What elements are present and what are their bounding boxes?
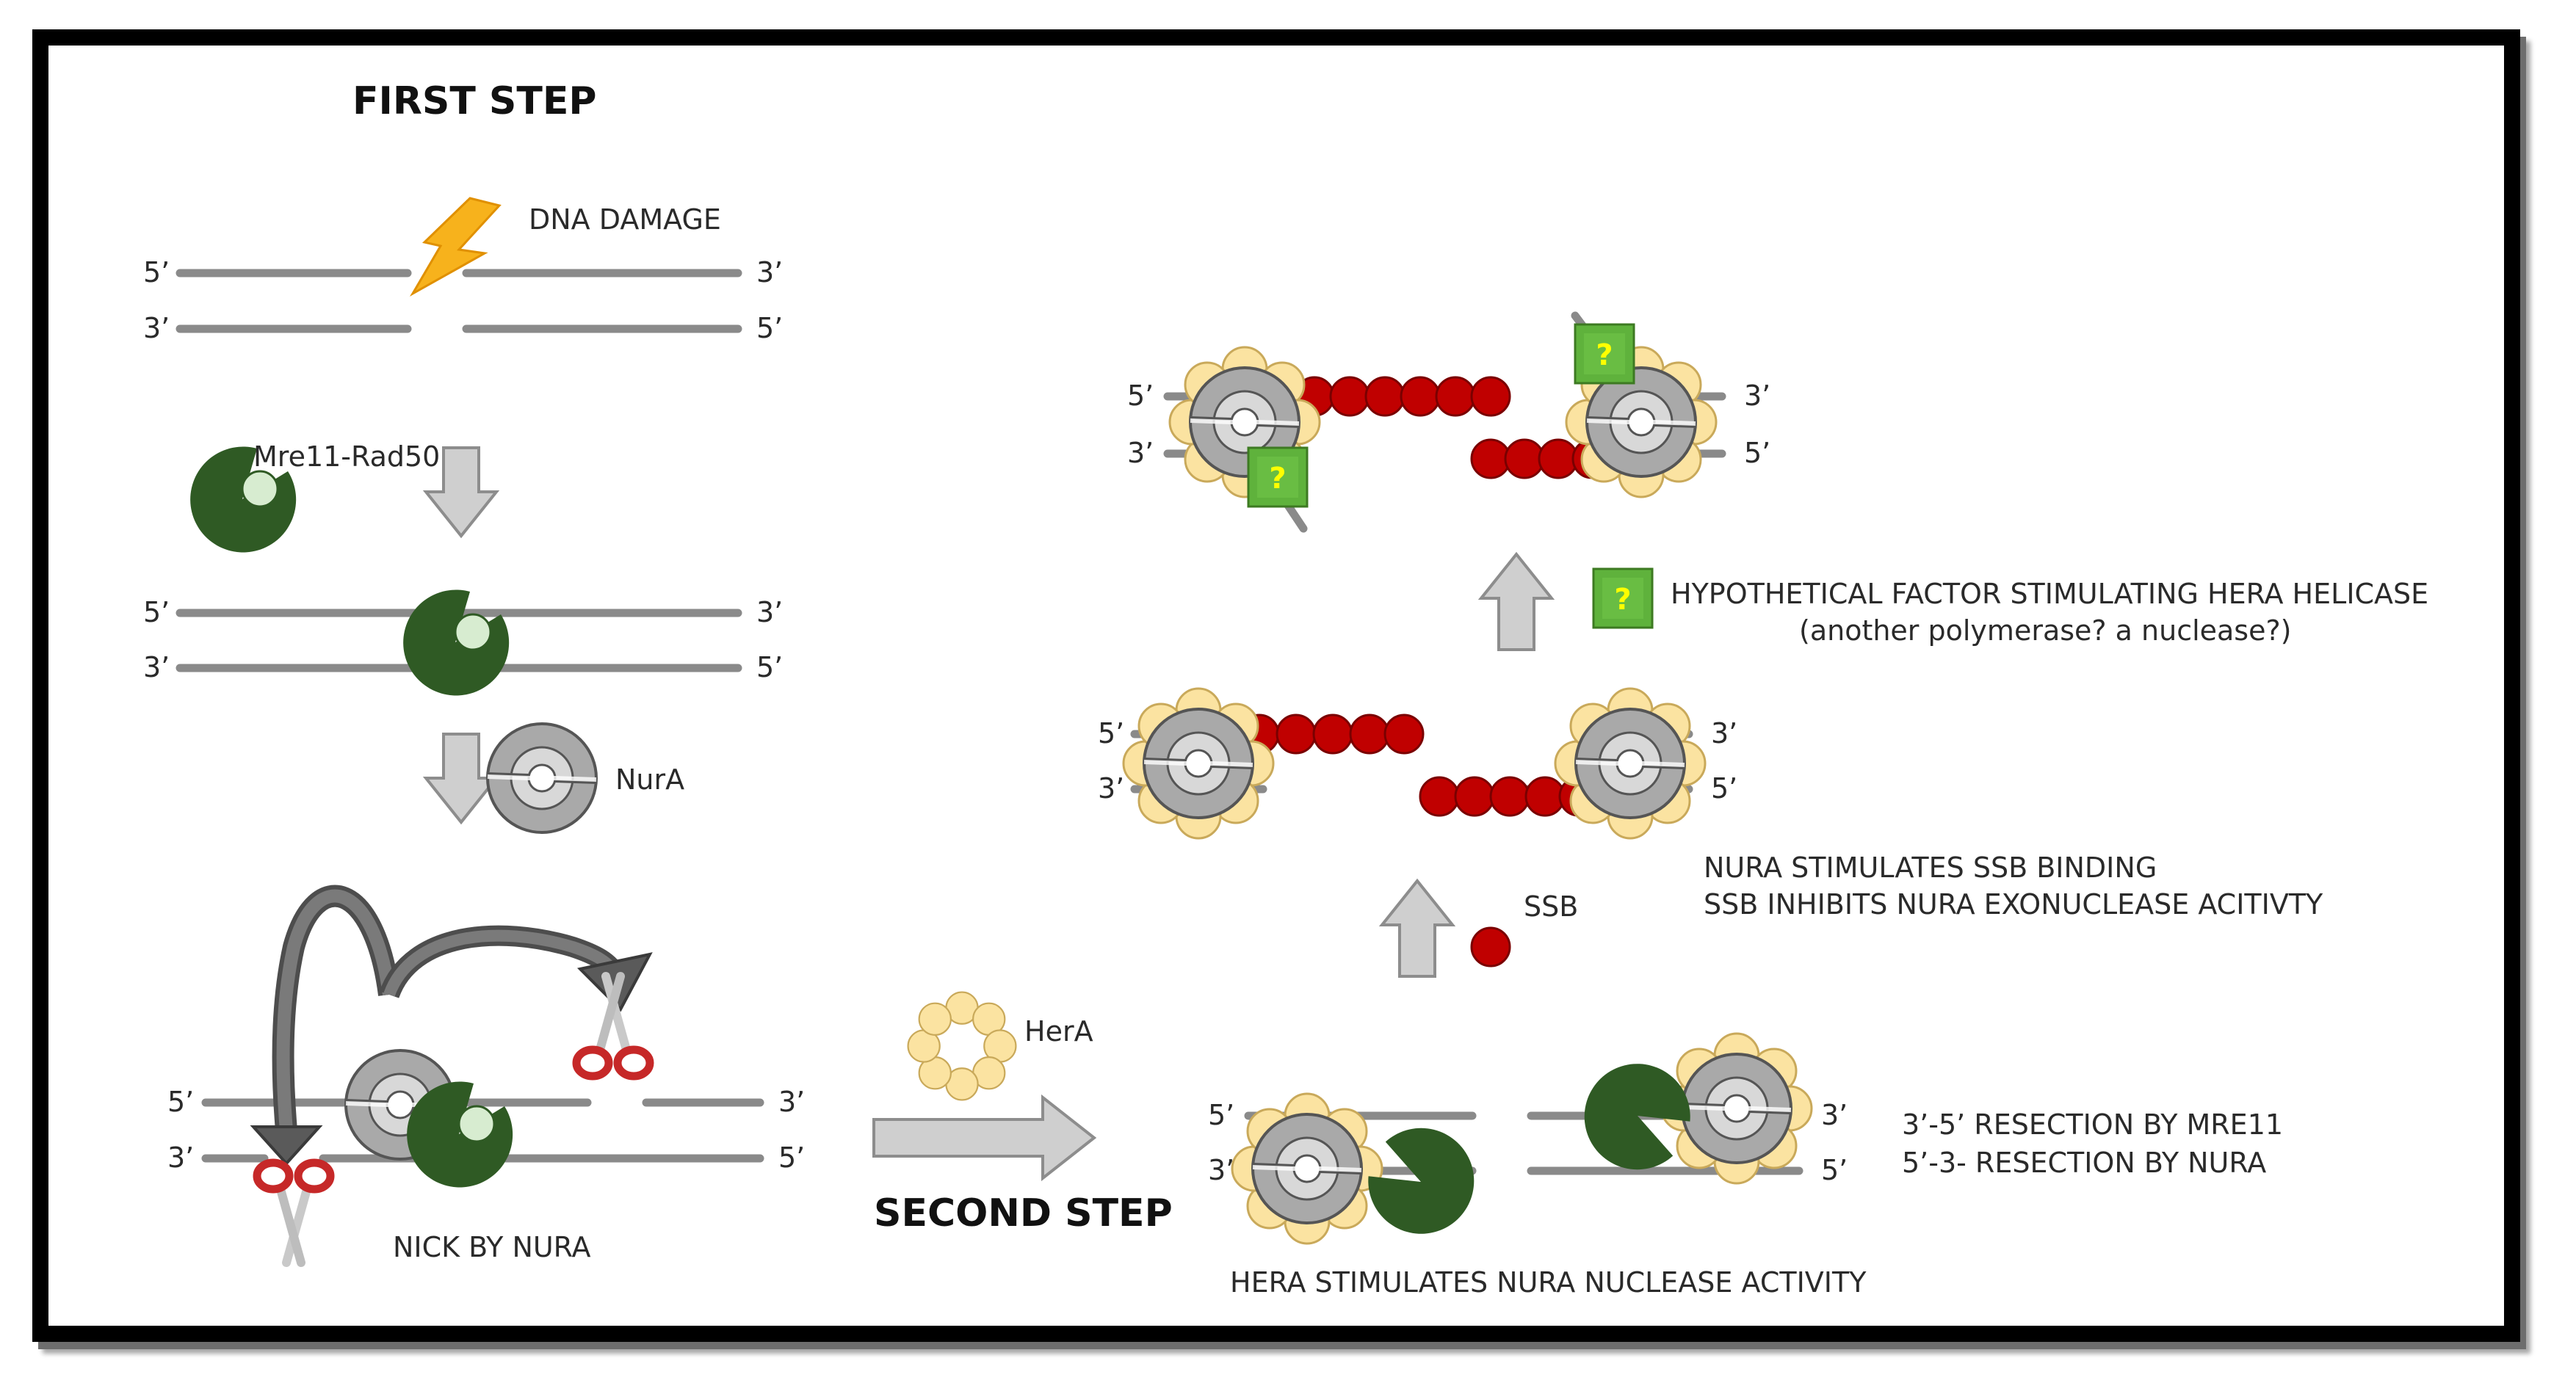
nick-by-nura-label: NICK BY NURA (393, 1231, 591, 1263)
strand-end-5: 5’ (778, 1141, 805, 1174)
hera-icon (907, 991, 1017, 1101)
question-mark: ? (1596, 338, 1613, 372)
strand-end-5: 5’ (1208, 1099, 1234, 1131)
strand-end-3: 3’ (756, 256, 783, 288)
ssb-icon (1470, 926, 1511, 968)
up-arrow (1480, 553, 1553, 651)
nura-label: NurA (615, 763, 684, 796)
mre11-icon (402, 588, 510, 697)
damaged-dna-duplex (176, 269, 742, 333)
strand-end-5: 5’ (1098, 717, 1124, 749)
first-step-heading: FIRST STEP (352, 79, 597, 123)
nura-icon (488, 724, 596, 832)
question-mark: ? (1614, 583, 1631, 617)
strand-end-3: 3’ (756, 596, 783, 628)
mre11-rad50-label: Mre11-Rad50 (253, 440, 440, 473)
strand-end-3: 3’ (1127, 437, 1154, 469)
scissors-icon (257, 1163, 330, 1263)
strand-end-5: 5’ (143, 256, 170, 288)
ssb-filament (1419, 776, 1599, 817)
hera-label: HerA (1024, 1015, 1093, 1048)
strand-end-3: 3’ (1098, 772, 1124, 805)
second-step-heading: SECOND STEP (874, 1191, 1173, 1235)
hypothetical-factor-label: HYPOTHETICAL FACTOR STIMULATING HERA HEL… (1671, 578, 2428, 610)
strand-end-5: 5’ (143, 596, 170, 628)
strand-end-5: 5’ (1821, 1154, 1848, 1186)
hera-nura-complex (1122, 687, 1275, 840)
strand-end-3: 3’ (778, 1086, 805, 1118)
hera-nura-complex (1231, 1092, 1383, 1245)
strand-end-3: 3’ (1208, 1154, 1234, 1186)
strand-end-5: 5’ (1127, 380, 1154, 412)
question-mark: ? (1269, 462, 1286, 495)
resection-nura-label: 5’-3- RESECTION BY NURA (1902, 1147, 2266, 1179)
hypothetical-factor-sublabel: (another polymerase? a nuclease?) (1799, 614, 2291, 647)
lightning-bolt-icon (409, 197, 502, 297)
ssb-label: SSB (1524, 890, 1578, 923)
strand-end-5: 5’ (167, 1086, 194, 1118)
strand-end-5: 5’ (1711, 772, 1737, 805)
strand-end-5: 5’ (1744, 437, 1770, 469)
ssb-inhibits-label: SSB INHIBITS NURA EXONUCLEASE ACITIVTY (1704, 888, 2323, 921)
mre11-icon (1368, 1128, 1475, 1234)
strand-end-3: 3’ (167, 1141, 194, 1174)
hera-nura-complex (1554, 687, 1707, 840)
strand-end-3: 3’ (1711, 717, 1737, 749)
strand-end-3: 3’ (1744, 380, 1770, 412)
up-arrow (1381, 879, 1454, 978)
nura-ssb-binding-label: NURA STIMULATES SSB BINDING (1704, 852, 2157, 884)
second-step-arrow (872, 1094, 1097, 1182)
resection-mre11-label: 3’-5’ RESECTION BY MRE11 (1902, 1108, 2283, 1141)
strand-end-3: 3’ (143, 651, 170, 683)
hera-stimulates-label: HERA STIMULATES NURA NUCLEASE ACTIVITY (1230, 1266, 1867, 1299)
strand-end-5: 5’ (756, 651, 783, 683)
dna-damage-label: DNA DAMAGE (529, 203, 721, 236)
mre11-icon (405, 1080, 514, 1188)
scissors-icon (576, 976, 650, 1076)
strand-end-3: 3’ (1821, 1099, 1848, 1131)
strand-end-5: 5’ (756, 312, 783, 344)
down-arrow (424, 733, 498, 824)
strand-end-3: 3’ (143, 312, 170, 344)
mre11-icon (1584, 1064, 1690, 1170)
arrowhead-icon (250, 1125, 323, 1166)
